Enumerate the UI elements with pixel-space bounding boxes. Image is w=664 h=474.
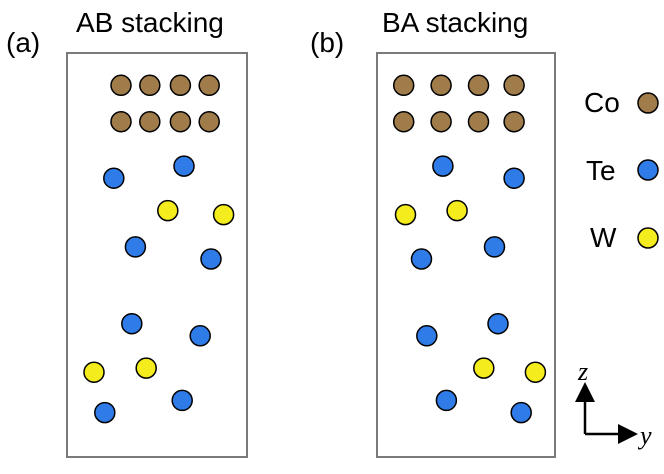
axes-indicator: z y [575, 357, 652, 450]
atom-co [169, 110, 192, 133]
atom-w [524, 361, 547, 383]
atom-co [139, 110, 161, 133]
legend-swatch-w [637, 227, 659, 249]
atom-co [392, 74, 415, 97]
panel-ab: (a) AB stacking [6, 7, 248, 458]
panel-ba: (b) BA stacking [310, 7, 556, 458]
atom-te [503, 167, 525, 189]
panel-b-title: BA stacking [382, 7, 528, 38]
atom-w [473, 357, 495, 379]
z-axis-label: z [577, 357, 588, 386]
legend-label-te: Te [586, 155, 616, 186]
atom-w [135, 357, 157, 379]
atom-te [416, 325, 438, 347]
atom-co [198, 110, 220, 133]
atom-w [446, 199, 468, 222]
legend-label-co: Co [584, 87, 620, 118]
atom-co [467, 74, 490, 97]
y-axis-label: y [637, 421, 652, 450]
atom-co [467, 110, 490, 133]
panel-b-atoms [392, 74, 547, 424]
atom-te [483, 236, 506, 258]
atom-co [169, 74, 192, 97]
atom-te [487, 312, 509, 335]
atom-te [435, 389, 458, 412]
atom-te [432, 155, 454, 177]
atom-w [212, 203, 235, 226]
atom-te [510, 401, 532, 424]
atom-co [198, 74, 220, 97]
atom-te [189, 325, 211, 347]
panel-b-frame [376, 52, 556, 458]
atom-te [200, 248, 222, 270]
atom-co [503, 74, 525, 97]
atom-w [157, 199, 179, 222]
atom-co [110, 110, 132, 133]
atom-co [110, 74, 132, 97]
legend-label-w: W [590, 222, 617, 253]
panel-b-tag: (b) [310, 27, 344, 58]
atom-w [394, 203, 417, 226]
panel-a-frame [66, 52, 248, 458]
atom-te [94, 401, 116, 424]
atom-te [173, 155, 195, 177]
panel-a-atoms [83, 74, 235, 424]
legend-swatch-te [637, 159, 659, 181]
atom-te [103, 167, 125, 189]
atom-te [410, 248, 433, 270]
atom-co [430, 74, 452, 97]
panel-a-title: AB stacking [76, 7, 224, 38]
atom-co [139, 74, 161, 97]
atom-co [430, 110, 452, 133]
atom-te [171, 389, 193, 412]
legend: Co Te W [584, 87, 659, 253]
atom-te [124, 236, 147, 258]
atom-co [503, 110, 525, 133]
atom-w [83, 361, 105, 383]
panel-a-tag: (a) [6, 27, 40, 58]
legend-swatch-co [637, 92, 659, 114]
atom-te [121, 312, 143, 335]
atom-co [392, 110, 415, 133]
